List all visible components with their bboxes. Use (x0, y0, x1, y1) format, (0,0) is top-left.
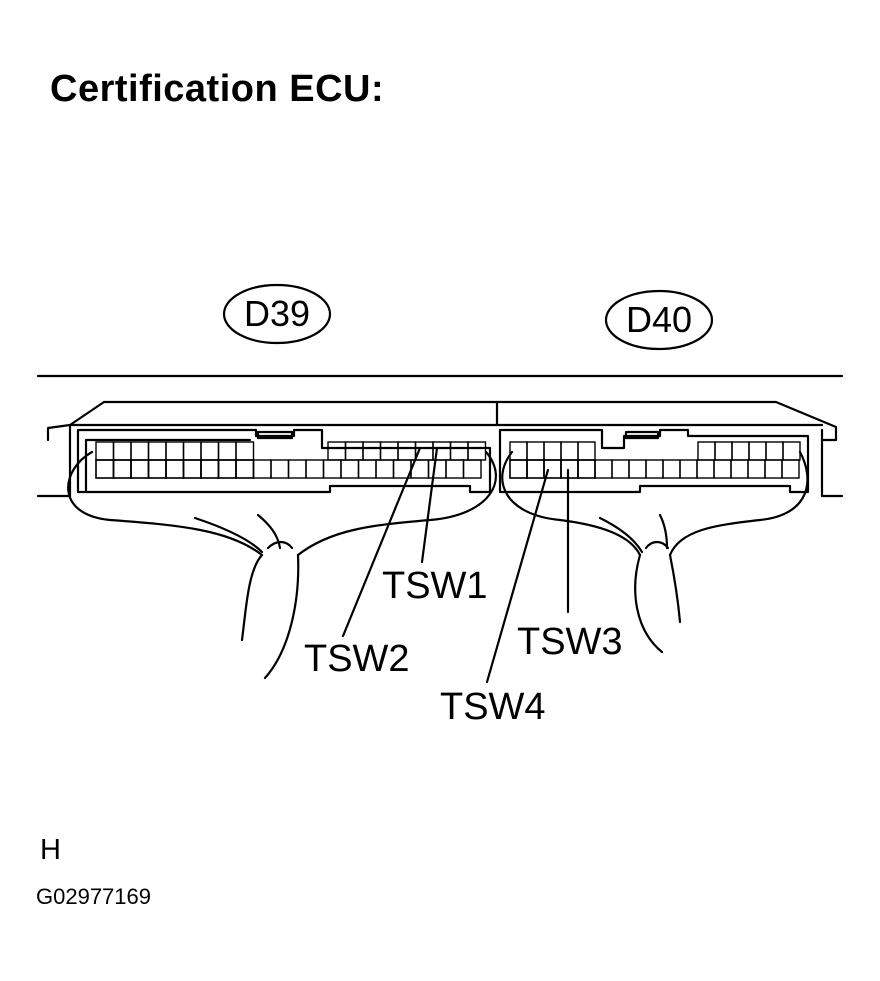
d40-grid-bottom-row (509, 459, 800, 479)
connector-label-d39: D39 (243, 293, 311, 334)
connector-label-d40: D40 (625, 299, 693, 340)
harness-right (501, 450, 809, 654)
harness-left (67, 450, 497, 680)
terminal-label-tsw1: TSW1 (382, 565, 488, 607)
d39-oval (222, 283, 332, 345)
connector-d40-shell (498, 428, 810, 494)
terminal-label-tsw3: TSW3 (517, 621, 623, 663)
terminal-label-tsw4: TSW4 (440, 686, 546, 728)
d40-oval (604, 289, 714, 351)
connector-d39-shell (76, 428, 492, 494)
d40-grid-right-upper (697, 441, 801, 461)
terminal-label-tsw2: TSW2 (304, 638, 410, 680)
tsw1-leader (420, 446, 439, 564)
ecu-housing (46, 400, 838, 498)
figure-reference-letter: H (40, 834, 61, 866)
diagram-title: Certification ECU: (50, 68, 385, 110)
figure-code: G02977169 (36, 884, 151, 909)
tsw4-leader (485, 468, 550, 684)
d39-grid-bottom-row (95, 459, 482, 479)
tsw2-leader (341, 446, 422, 638)
d39-grid-right-upper (327, 441, 487, 461)
terminal-grids (95, 441, 801, 479)
